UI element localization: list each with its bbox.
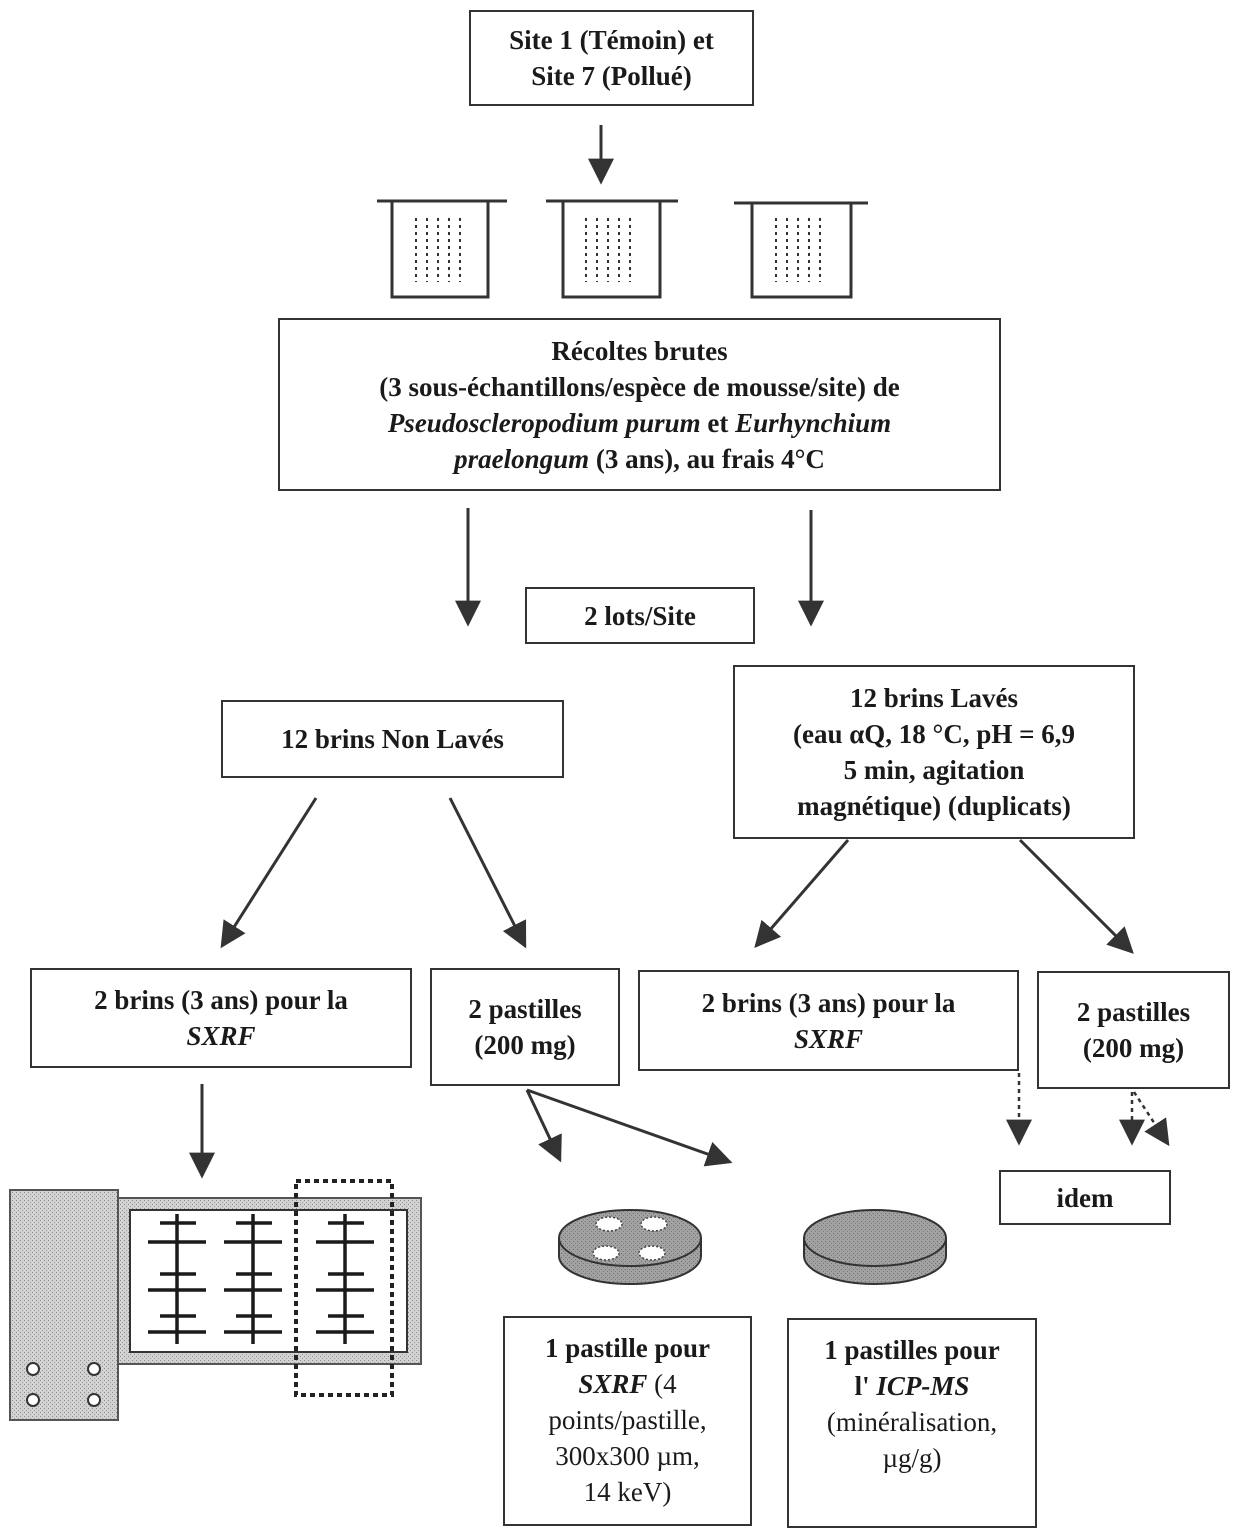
pellet-sxrf-box: 1 pastille pour SXRF (4 points/pastille,…	[503, 1316, 752, 1526]
pellet-sxrf-line-2: SXRF (4	[578, 1366, 676, 1402]
harvest-title: Récoltes brutes	[551, 335, 728, 366]
arrow-washed-to-pellets	[1018, 838, 1134, 954]
pellet-icp-box: 1 pastilles pour l' ICP-MS (minéralisati…	[787, 1318, 1037, 1528]
pellet-sxrf-points: (4	[654, 1369, 677, 1399]
pellet-sxrf-icon	[558, 1209, 702, 1285]
idem-label: idem	[1056, 1182, 1114, 1213]
pellet-icp-line-2: l' ICP-MS	[855, 1368, 970, 1404]
pellets-right-line-1: 2 pastilles	[1076, 997, 1191, 1027]
sites-line-1: Site 1 (Témoin) et	[509, 25, 714, 55]
species-2a: Eurhynchium	[735, 407, 892, 438]
pellets-left-line-2: (200 mg)	[474, 1030, 576, 1060]
sample-holder-icon	[9, 1179, 422, 1421]
selection-frame	[294, 1179, 394, 1397]
washed-line-3: 5 min, agitation	[843, 755, 1025, 785]
harvest-and: et	[707, 407, 729, 438]
pellet-icp-prefix: 1 pastilles pour	[824, 1335, 1000, 1365]
unwashed-label: 12 brins Non Lavés	[281, 724, 504, 754]
pellets-right-box: 2 pastilles (200 mg)	[1037, 971, 1230, 1089]
sites-box: Site 1 (Témoin) et Site 7 (Pollué)	[469, 10, 754, 106]
species-2b: praelongum	[454, 443, 590, 474]
container-1-icon	[377, 199, 507, 299]
strands-right-method: SXRF	[793, 1023, 864, 1054]
pellet-sxrf-prefix: 1 pastille pour	[544, 1333, 711, 1363]
pellet-icp-icon	[803, 1209, 947, 1285]
harvest-box: Récoltes brutes (3 sous-échantillons/esp…	[278, 318, 1001, 491]
harvest-line-3: Pseudoscleropodium purum et Eurhynchium	[388, 405, 891, 441]
harvest-tail: (3 ans), au frais 4°C	[595, 443, 825, 474]
arrow-unwashed-to-pellets	[448, 797, 527, 949]
idem-box: idem	[999, 1170, 1171, 1225]
sites-line-2: Site 7 (Pollué)	[531, 61, 692, 91]
strands-left-line-1: 2 brins (3 ans) pour la	[94, 985, 348, 1015]
dotted-arrow-pellets-right-2	[1132, 1091, 1170, 1147]
washed-line-2: (eau αQ, 18 °C, pH = 6,9	[792, 719, 1075, 749]
strands-left-box: 2 brins (3 ans) pour la SXRF	[30, 968, 412, 1068]
arrow-unwashed-to-strands	[220, 797, 318, 949]
pellets-left-line-1: 2 pastilles	[468, 994, 582, 1024]
pellet-sxrf-line-3: points/pastille,	[548, 1405, 707, 1435]
pellet-sxrf-line-5: 14 keV)	[583, 1477, 672, 1507]
washed-line-4: magnétique) (duplicats)	[797, 791, 1071, 821]
washed-line-1: 12 brins Lavés	[849, 683, 1019, 713]
arrow-washed-to-strands	[754, 839, 850, 948]
strands-right-line-1: 2 brins (3 ans) pour la	[701, 987, 956, 1018]
container-3-icon	[734, 201, 868, 299]
pellet-icp-line-3: (minéralisation,	[826, 1407, 998, 1437]
lots-label: 2 lots/Site	[584, 600, 696, 631]
pellet-icp-article: l'	[854, 1371, 870, 1401]
arrow-pellets-to-icp-pellet	[526, 1088, 733, 1167]
strands-left-method: SXRF	[186, 1021, 256, 1051]
strands-right-box: 2 brins (3 ans) pour la SXRF	[638, 970, 1019, 1071]
harvest-line-4: praelongum (3 ans), au frais 4°C	[454, 441, 825, 477]
unwashed-box: 12 brins Non Lavés	[221, 700, 564, 778]
harvest-line-2: (3 sous-échantillons/espèce de mousse/si…	[379, 371, 900, 402]
pellet-icp-line-4: µg/g)	[882, 1443, 942, 1473]
pellets-right-line-2: (200 mg)	[1082, 1033, 1185, 1063]
pellet-sxrf-line-4: 300x300 µm,	[555, 1441, 700, 1471]
lots-box: 2 lots/Site	[525, 587, 755, 644]
pellet-icp-method: ICP-MS	[876, 1371, 970, 1401]
pellets-left-box: 2 pastilles (200 mg)	[430, 968, 620, 1086]
species-1: Pseudoscleropodium purum	[387, 407, 701, 438]
arrow-pellets-to-sxrf-pellet	[525, 1089, 562, 1163]
pellet-sxrf-method: SXRF	[578, 1369, 648, 1399]
washed-box: 12 brins Lavés (eau αQ, 18 °C, pH = 6,9 …	[733, 665, 1135, 839]
container-2-icon	[546, 199, 678, 299]
